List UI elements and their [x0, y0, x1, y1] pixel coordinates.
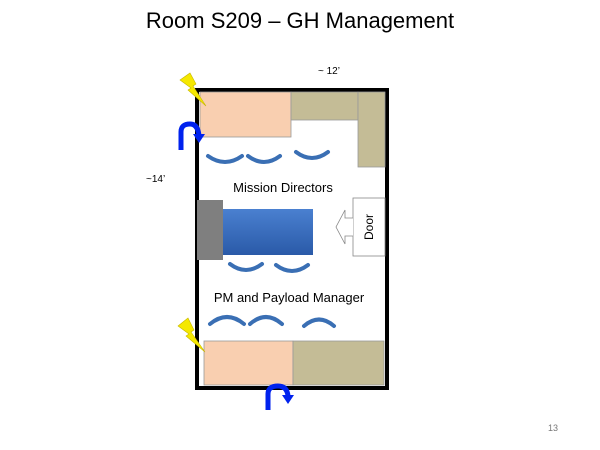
power-bolt-icon [177, 317, 206, 353]
counter-right [357, 91, 386, 168]
entry-arrow-icon [178, 121, 202, 150]
chair-icon [228, 262, 264, 272]
exit-arrow-icon [265, 383, 291, 410]
counter-top [290, 91, 359, 121]
desk-bottom [203, 340, 294, 386]
counter-bottom [292, 340, 385, 386]
desk-top [199, 91, 292, 138]
chair-icon [246, 154, 282, 164]
height-label: ~14’ [146, 174, 166, 185]
display-wall [197, 200, 223, 260]
chairs-lower [208, 315, 336, 328]
power-bolt-icon [179, 72, 207, 107]
conference-table [223, 209, 313, 255]
zone-label-upper: Mission Directors [233, 180, 333, 195]
chair-icon [208, 315, 246, 326]
entry-arrow-head [193, 134, 205, 143]
chair-icon [274, 263, 310, 273]
chair-icon [302, 317, 336, 328]
chairs-upper [206, 150, 330, 164]
slide-title: Room S209 – GH Management [145, 8, 455, 33]
chair-icon [248, 315, 284, 326]
chair-icon [294, 150, 330, 160]
chair-icon [206, 154, 244, 164]
door-arrow-icon [335, 209, 353, 245]
zone-label-lower: PM and Payload Manager [214, 290, 365, 305]
door-label: Door [362, 214, 376, 240]
chairs-middle [228, 262, 310, 273]
page-number: 13 [548, 423, 559, 433]
door[interactable] [352, 197, 386, 257]
width-label: ~ 12’ [318, 66, 340, 77]
exit-arrow-head [282, 395, 294, 404]
